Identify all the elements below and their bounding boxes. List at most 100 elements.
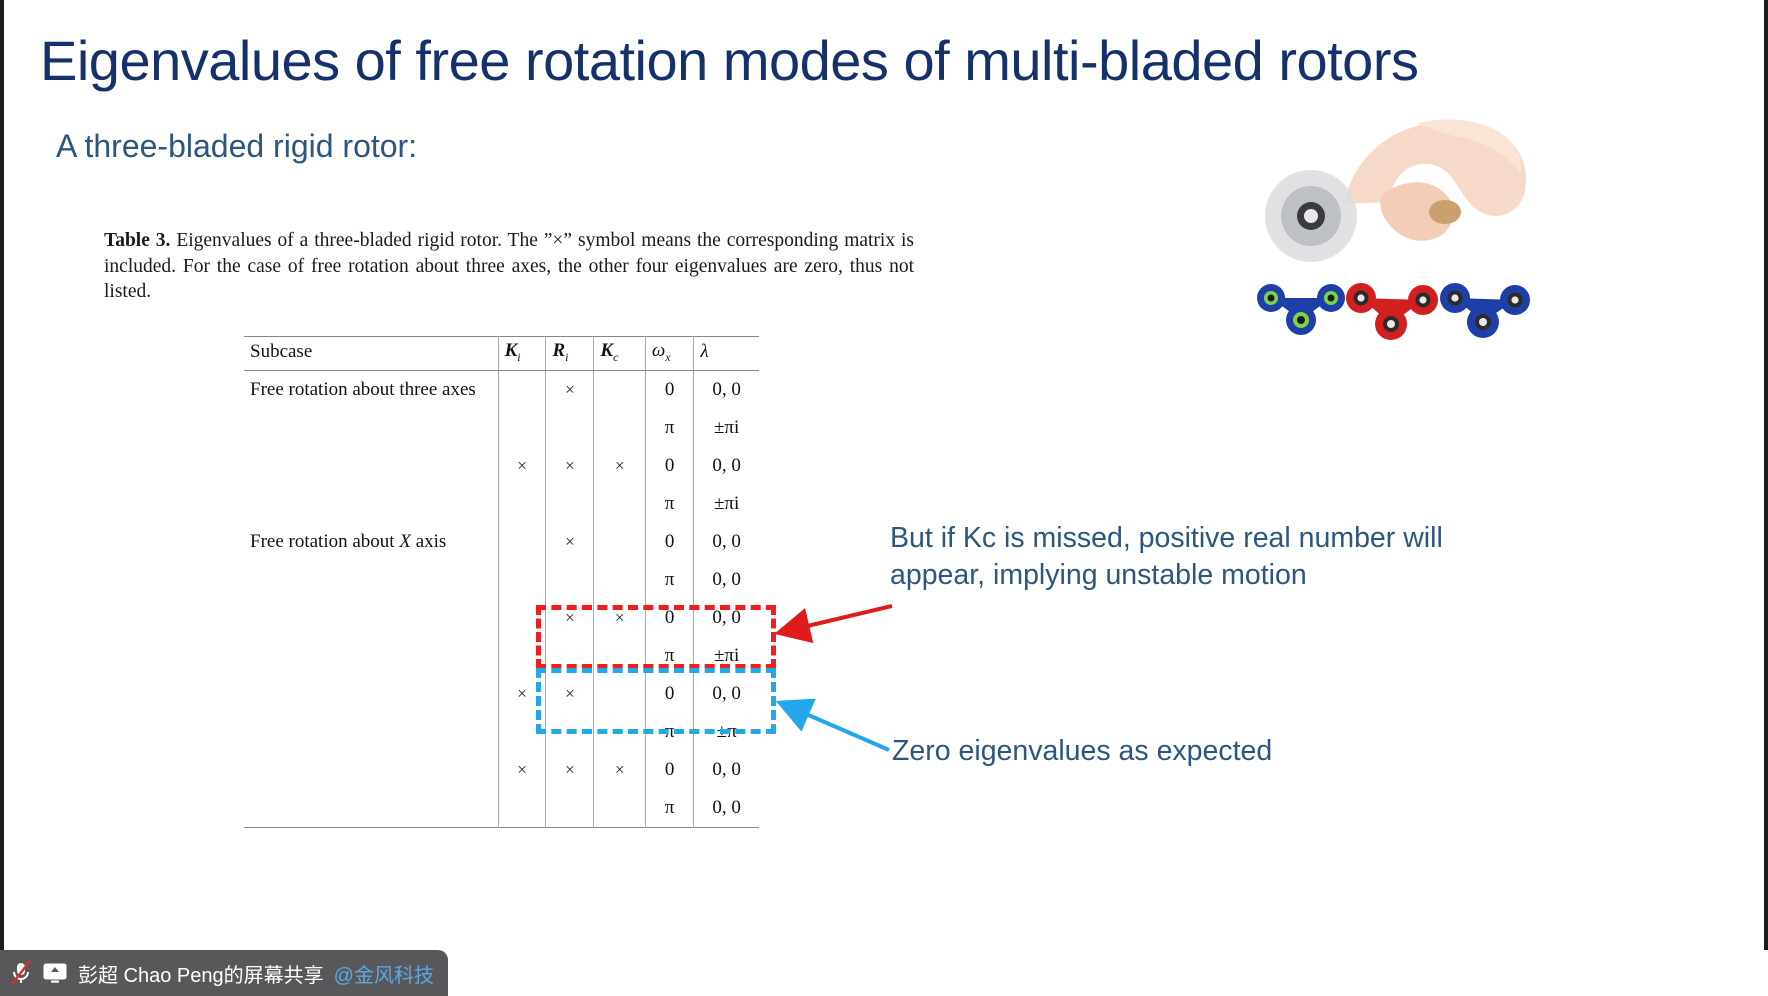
- slide-canvas: Eigenvalues of free rotation modes of mu…: [4, 0, 1764, 996]
- cell-ki: [497, 484, 546, 523]
- spinner-blue: [1440, 283, 1530, 338]
- cell-omega: π: [644, 636, 694, 675]
- cell-subcase: [244, 751, 498, 789]
- microphone-muted-icon[interactable]: [10, 960, 32, 986]
- cell-ki: [497, 598, 546, 637]
- cell-ri: [545, 636, 594, 675]
- cell-ri: ×: [545, 674, 594, 713]
- cell-lambda: 0, 0: [693, 370, 759, 409]
- cell-kc: [593, 522, 646, 561]
- table-header-row: Subcase Ki Ri Kc ωx λ: [244, 336, 759, 371]
- spinner-green: [1257, 284, 1345, 335]
- cell-kc: [593, 484, 646, 523]
- table-row: π±πi: [244, 636, 759, 675]
- table-row: π±πi: [244, 484, 759, 523]
- eigenvalue-table-container: Subcase Ki Ri Kc ωx λ Free rotation abou…: [244, 336, 764, 828]
- cell-ki: [497, 522, 546, 561]
- cell-ri: ×: [545, 370, 594, 409]
- cell-kc: [593, 712, 646, 751]
- table-row: π±π: [244, 712, 759, 751]
- cell-lambda: 0, 0: [693, 788, 759, 828]
- cell-ki: [497, 370, 546, 409]
- cell-ri: [545, 788, 594, 828]
- cell-ki: ×: [497, 674, 546, 713]
- hand-illustration: [1345, 119, 1526, 241]
- cell-lambda: 0, 0: [693, 750, 759, 789]
- spinner-red: [1346, 283, 1438, 340]
- red-arrow: [774, 604, 893, 644]
- cell-kc: ×: [593, 446, 646, 485]
- cell-lambda: 0, 0: [693, 598, 759, 637]
- spinning-spinner: [1265, 170, 1357, 262]
- cell-lambda: ±πi: [693, 484, 759, 523]
- cell-ki: [497, 408, 546, 447]
- cell-ki: ×: [497, 446, 546, 485]
- cell-kc: ×: [593, 750, 646, 789]
- cell-lambda: 0, 0: [693, 560, 759, 599]
- col-header-kc: Kc: [593, 336, 646, 371]
- cell-lambda: 0, 0: [693, 522, 759, 561]
- table-caption: Table 3. Eigenvalues of a three-bladed r…: [104, 228, 914, 305]
- cell-subcase: [244, 409, 498, 447]
- cell-ri: [545, 484, 594, 523]
- cell-ki: [497, 636, 546, 675]
- cell-subcase: [244, 447, 498, 485]
- page-title: Eigenvalues of free rotation modes of mu…: [40, 29, 1419, 92]
- cell-subcase: Free rotation about three axes: [250, 378, 476, 400]
- cell-omega: π: [644, 712, 694, 751]
- fidget-spinner-photo: [1249, 108, 1539, 373]
- cell-kc: [593, 560, 646, 599]
- cell-lambda: 0, 0: [693, 674, 759, 713]
- cell-lambda: ±πi: [693, 408, 759, 447]
- cell-ki: [497, 788, 546, 828]
- cell-omega: 0: [644, 750, 694, 789]
- window-frame-right-edge: [1764, 0, 1768, 996]
- col-header-omega-x: ωx: [644, 336, 694, 371]
- col-header-subcase: Subcase: [244, 336, 499, 371]
- cell-ki: ×: [497, 750, 546, 789]
- cell-subcase: [244, 485, 498, 523]
- cell-omega: π: [644, 408, 694, 447]
- cell-kc: ×: [593, 598, 646, 637]
- cell-kc: [593, 408, 646, 447]
- cell-omega: 0: [644, 370, 694, 409]
- cell-omega: π: [644, 560, 694, 599]
- share-handle-text: @金风科技: [333, 964, 434, 987]
- table-figure: Table 3. Eigenvalues of a three-bladed r…: [104, 228, 914, 305]
- window-frame-left-edge: [0, 0, 4, 996]
- table-row: π±πi: [244, 408, 759, 447]
- screen-share-icon[interactable]: [42, 962, 68, 984]
- cell-lambda: ±πi: [693, 636, 759, 675]
- eigenvalue-table: Subcase Ki Ri Kc ωx λ Free rotation abou…: [244, 336, 759, 828]
- cell-subcase: [244, 561, 498, 599]
- cell-omega: 0: [644, 674, 694, 713]
- cell-subcase: [244, 789, 498, 828]
- share-owner-text: 彭超 Chao Peng的屏幕共享: [78, 964, 324, 987]
- cell-omega: 0: [644, 598, 694, 637]
- table-header: Subcase Ki Ri Kc ωx λ: [244, 336, 759, 371]
- cell-kc: [593, 674, 646, 713]
- cell-ki: [497, 560, 546, 599]
- cell-subcase: [244, 675, 498, 713]
- cell-ri: ×: [545, 750, 594, 789]
- blue-arrow: [775, 698, 890, 752]
- cell-lambda: ±π: [693, 712, 759, 751]
- col-header-ki: Ki: [497, 336, 546, 371]
- cell-subcase: [244, 637, 498, 675]
- cell-ri: [545, 408, 594, 447]
- cell-subcase: [244, 599, 498, 637]
- screen-share-bar[interactable]: 彭超 Chao Peng的屏幕共享 @金风科技: [0, 950, 448, 996]
- cell-kc: [593, 370, 646, 409]
- col-header-ri: Ri: [545, 336, 594, 371]
- cell-kc: [593, 636, 646, 675]
- annotation-blue-note: Zero eigenvalues as expected: [892, 735, 1273, 767]
- cell-omega: 0: [644, 446, 694, 485]
